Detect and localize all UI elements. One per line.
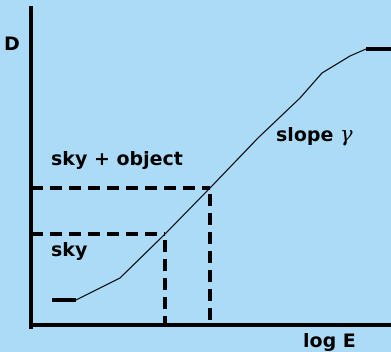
characteristic-curve	[75, 48, 367, 301]
slope-gamma-symbol: γ	[340, 122, 353, 146]
x-axis-label: log E	[303, 330, 356, 352]
slope-label: slope γ	[276, 122, 353, 146]
slope-label-text: slope	[276, 124, 340, 146]
sky-plus-object-label: sky + object	[51, 148, 183, 170]
y-axis-label: D	[4, 33, 20, 55]
sky-label: sky	[51, 239, 88, 261]
